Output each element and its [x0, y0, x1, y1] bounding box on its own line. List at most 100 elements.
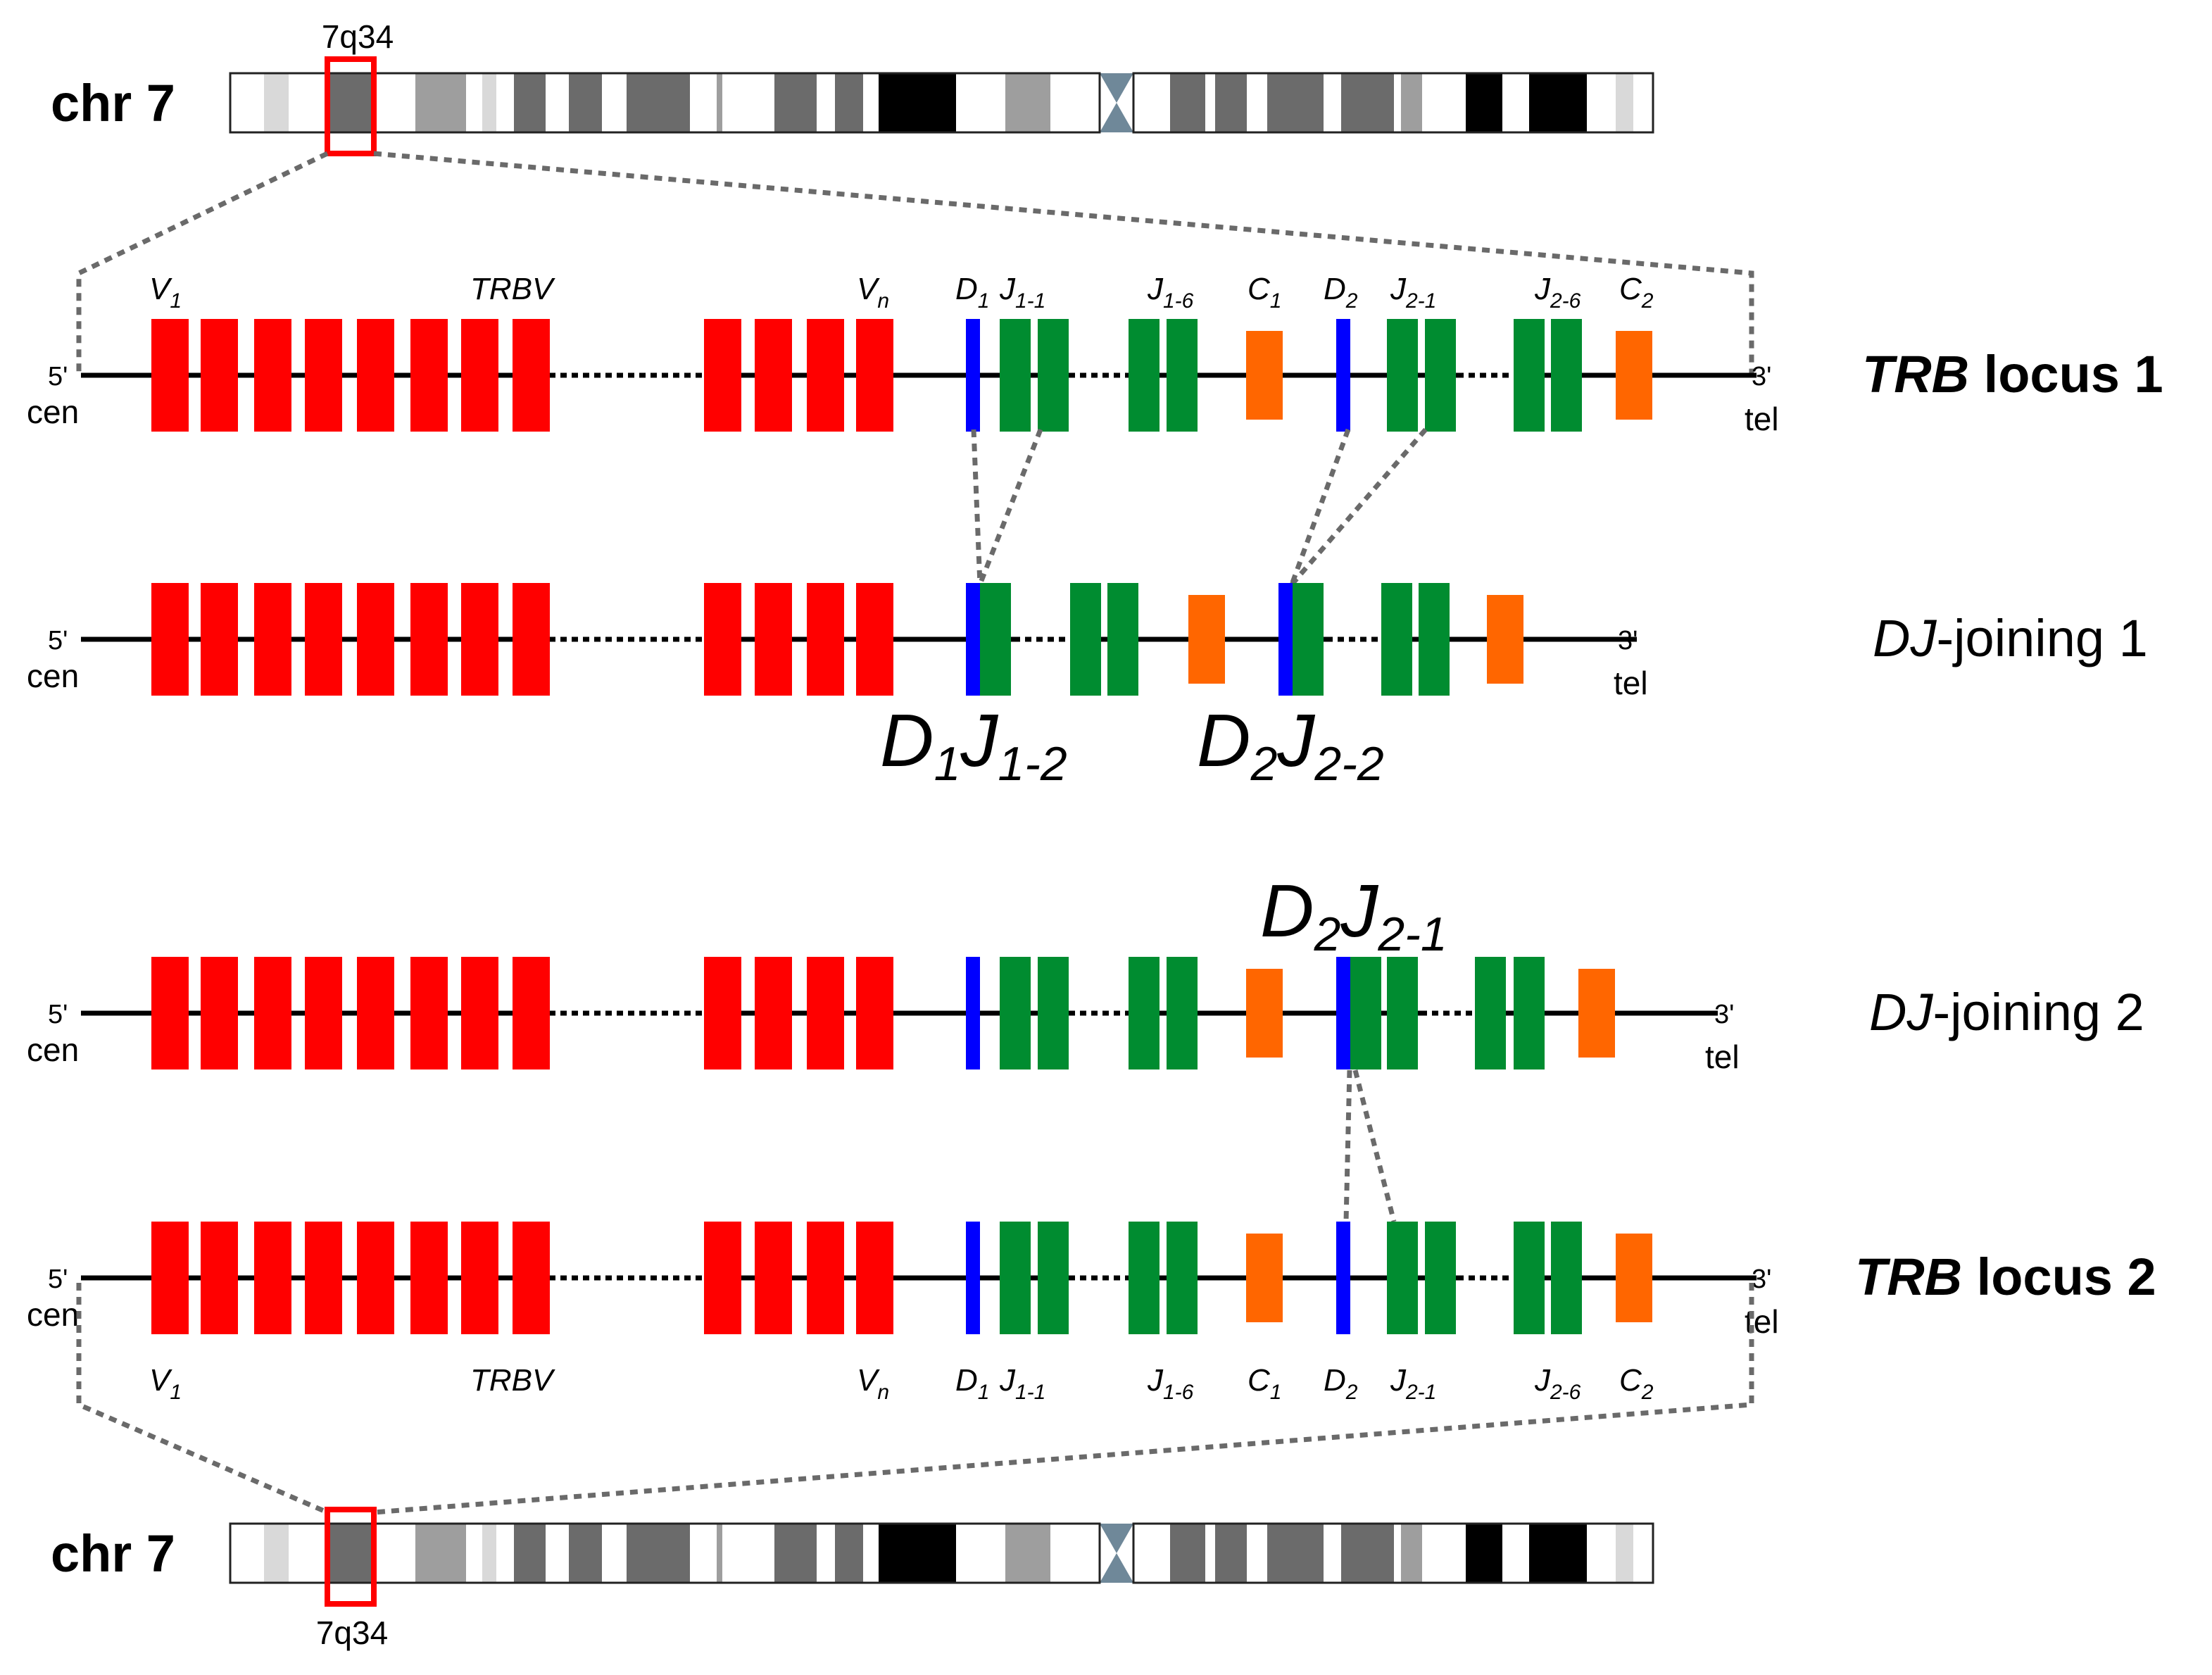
- v-segment: [254, 1222, 291, 1334]
- j-segment: [1425, 1222, 1456, 1334]
- three-prime-label: 3': [1752, 1265, 1771, 1294]
- zoom-connectors-bottom: [76, 1283, 1754, 1515]
- joined-label-d1j1-2: D1J1-2: [880, 699, 1067, 791]
- five-prime-label: 5': [48, 1265, 68, 1294]
- j-segment: [1514, 1222, 1545, 1334]
- c-segment: [1246, 1234, 1283, 1322]
- j-segment: [1167, 1222, 1198, 1334]
- j-segment: [1293, 583, 1324, 696]
- label-trbv-top: TRBV: [470, 272, 555, 306]
- centromere: [1100, 73, 1133, 132]
- five-prime-label: 5': [48, 626, 68, 655]
- chromosome-band: [327, 74, 374, 132]
- j-segment: [1038, 957, 1069, 1069]
- chromosome-band: [835, 74, 863, 132]
- v-segment: [410, 1222, 448, 1334]
- label-vn-top: Vn: [857, 272, 889, 313]
- j-segment: [1514, 319, 1545, 432]
- tel-label: tel: [1745, 401, 1779, 437]
- connector-j1-2-to-d1j: [977, 428, 1043, 586]
- chromosome-band: [1341, 74, 1394, 132]
- v-segment: [254, 583, 291, 696]
- v-segment: [856, 957, 893, 1069]
- label-d1-bottom: D1: [955, 1363, 989, 1404]
- locus-row-dj-joining-2: 5' cen 3' tel DJ-joining 2: [27, 957, 2144, 1075]
- v-segment: [755, 319, 792, 432]
- j-segment: [1551, 319, 1582, 432]
- d-segment: [1336, 1222, 1350, 1334]
- five-prime-label: 5': [48, 362, 68, 391]
- v-segment: [807, 583, 844, 696]
- chromosome-band: [1466, 74, 1502, 132]
- label-c1-bottom: C1: [1248, 1363, 1281, 1404]
- v-segment: [755, 1222, 792, 1334]
- tel-label: tel: [1705, 1039, 1740, 1075]
- v-segment: [410, 957, 448, 1069]
- d-segment: [1278, 583, 1293, 696]
- v-segment: [201, 1222, 238, 1334]
- zoom-connectors-top: [76, 151, 1754, 373]
- v-segment: [461, 319, 498, 432]
- chromosome-band: [1529, 74, 1587, 132]
- v-segment: [461, 1222, 498, 1334]
- row-label-dj-joining-1: DJ-joining 1: [1873, 609, 2148, 667]
- v-segment: [807, 1222, 844, 1334]
- three-prime-label: 3': [1752, 362, 1771, 391]
- j-segment: [1070, 583, 1101, 696]
- cen-label: cen: [27, 658, 79, 694]
- j-segment: [1514, 957, 1545, 1069]
- zoom-connector-bottom-left: [76, 1283, 329, 1515]
- chromosome-top-band-label: 7q34: [322, 18, 394, 55]
- joining-connectors-1: [971, 427, 1428, 586]
- chromosome-band: [1170, 1524, 1205, 1582]
- chromosome-band: [1005, 1524, 1050, 1582]
- chromosome-band: [1401, 74, 1422, 132]
- v-segment: [305, 957, 342, 1069]
- v-segment: [305, 583, 342, 696]
- chromosome-outline: [1132, 1522, 1654, 1584]
- chromosome-band: [415, 1524, 466, 1582]
- chromosome-outline: [229, 72, 1101, 134]
- v-segment: [704, 583, 741, 696]
- v-segment: [807, 957, 844, 1069]
- chromosome-bottom-band-highlight: [325, 1507, 377, 1607]
- chromosome-band: [1215, 1524, 1247, 1582]
- v-segment: [151, 319, 189, 432]
- joining-connectors-2: [1343, 1069, 1397, 1222]
- chromosome-band: [482, 74, 496, 132]
- row-label-trb-locus-2: TRB locus 2: [1855, 1248, 2156, 1306]
- gene-labels-bottom: V1 TRBV Vn D1 J1-1 J1-6 C1 D2 J2-1 J2-6 …: [149, 1363, 1654, 1404]
- label-j1-1-top: J1-1: [999, 272, 1045, 313]
- connector-d2j-to-d2: [1343, 1069, 1352, 1222]
- chromosome-band: [1005, 74, 1050, 132]
- label-j1-1-bottom: J1-1: [999, 1363, 1045, 1404]
- zoom-connector-bottom-right: [373, 1283, 1754, 1515]
- v-segment: [755, 957, 792, 1069]
- chromosome-band: [627, 74, 690, 132]
- v-segment: [357, 1222, 394, 1334]
- v-segment: [513, 1222, 550, 1334]
- chromosome-band: [482, 1524, 496, 1582]
- joined-label-d2j2-1: D2J2-1: [1260, 870, 1447, 961]
- chromosome-band: [1215, 74, 1247, 132]
- three-prime-label: 3': [1714, 1000, 1734, 1029]
- chromosome-outline: [1132, 72, 1654, 134]
- three-prime-label: 3': [1618, 626, 1638, 655]
- d-segment: [966, 957, 980, 1069]
- j-segment: [1038, 319, 1069, 432]
- locus-row-trb-locus-2: 5' cen 3' tel TRB locus 2: [27, 1222, 2156, 1340]
- v-segment: [254, 957, 291, 1069]
- c-segment: [1246, 331, 1283, 420]
- chromosome-band: [1170, 74, 1205, 132]
- chromosome-band: [1401, 1524, 1422, 1582]
- chromosome-band: [774, 1524, 817, 1582]
- j-segment: [1167, 319, 1198, 432]
- chromosome-band: [569, 74, 602, 132]
- j-segment: [1350, 957, 1381, 1069]
- j-segment: [1167, 957, 1198, 1069]
- label-j2-6-bottom: J2-6: [1534, 1363, 1581, 1404]
- v-segment: [410, 583, 448, 696]
- chromosome-band: [1341, 1524, 1394, 1582]
- v-segment: [254, 319, 291, 432]
- d-segment: [1336, 319, 1350, 432]
